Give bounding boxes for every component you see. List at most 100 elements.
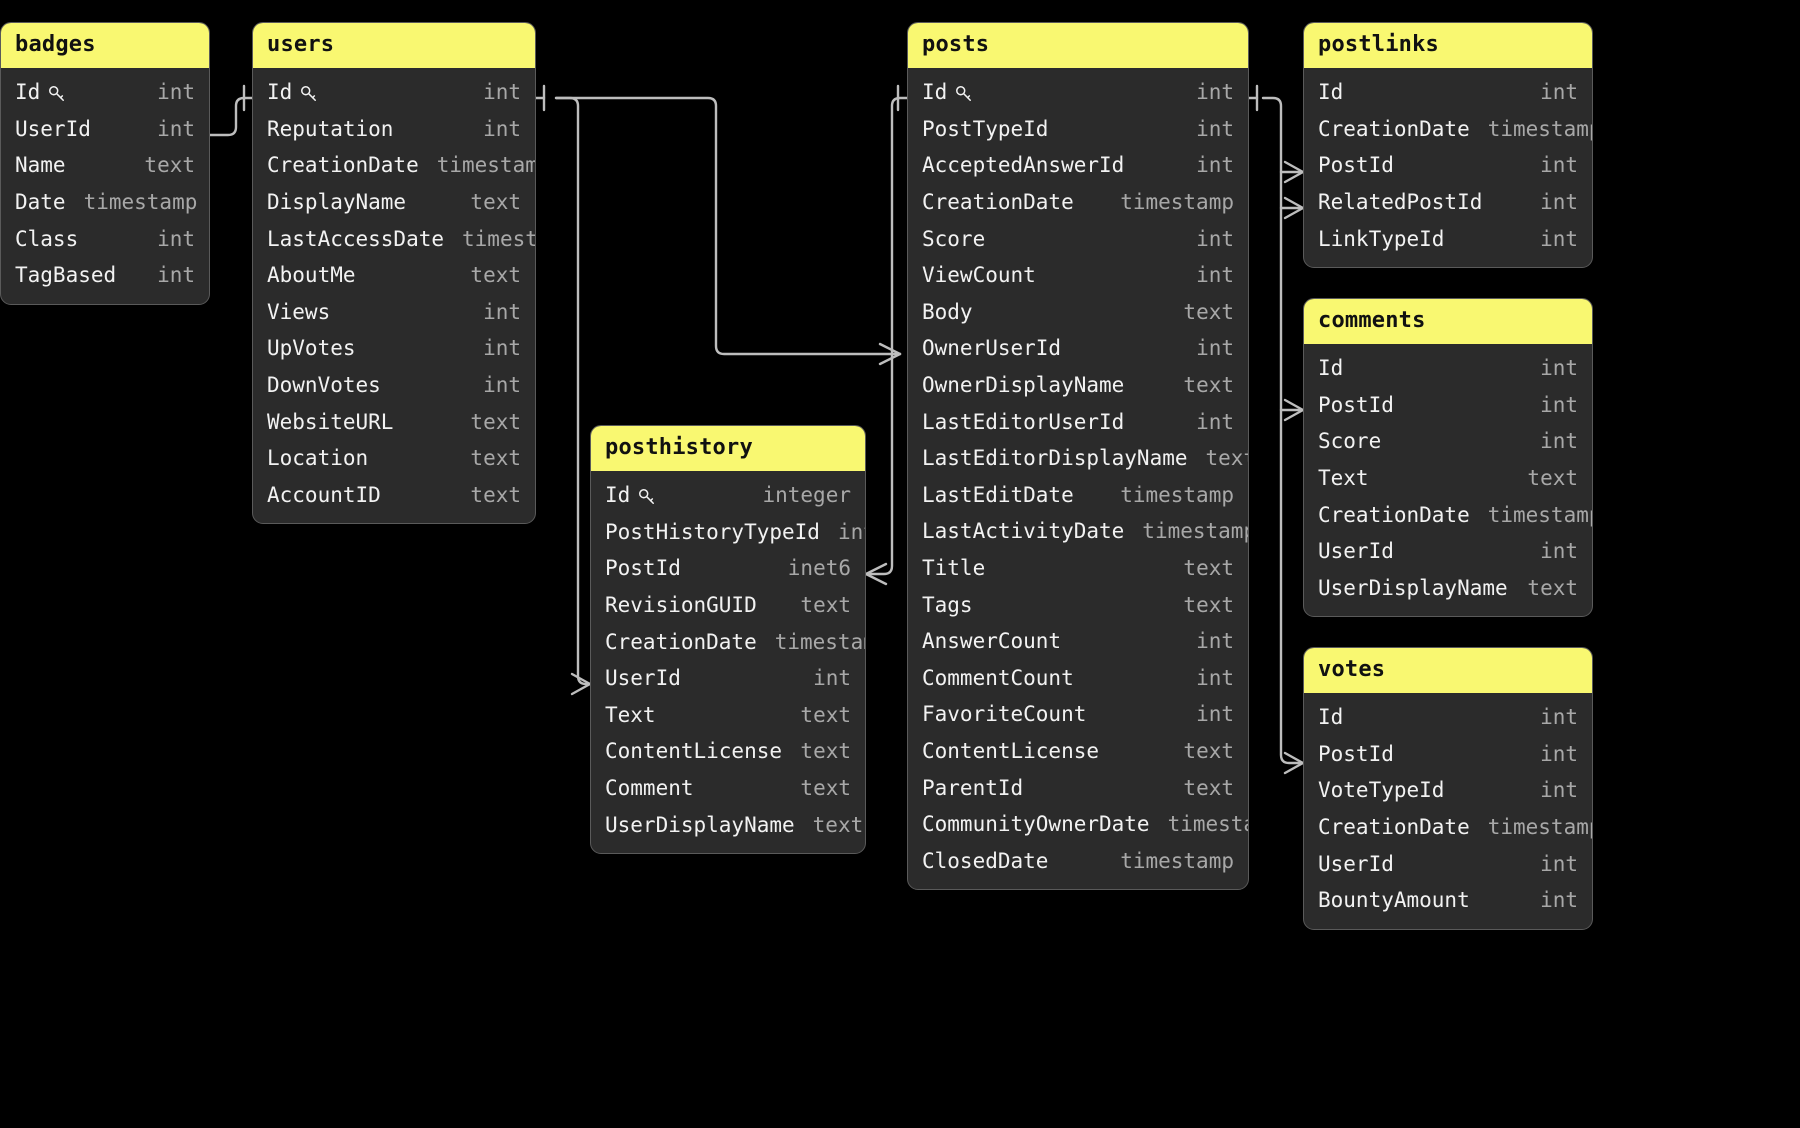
row-posthistory-userid[interactable]: UserId int: [591, 660, 865, 697]
row-posthistory-comment[interactable]: Comment text: [591, 770, 865, 807]
table-card-votes[interactable]: votes Id int PostId int VoteTypeId int C…: [1303, 647, 1593, 930]
row-comments-id[interactable]: Id int: [1304, 350, 1592, 387]
row-postlinks-relatedpostid[interactable]: RelatedPostId int: [1304, 184, 1592, 221]
row-users-downvotes[interactable]: DownVotes int: [253, 367, 535, 404]
row-posthistory-postid[interactable]: PostId inet6: [591, 550, 865, 587]
column-label: Date: [15, 190, 66, 215]
row-users-views[interactable]: Views int: [253, 294, 535, 331]
row-posthistory-posthistorytypeid[interactable]: PostHistoryTypeId int: [591, 514, 865, 551]
table-card-comments[interactable]: comments Id int PostId int Score int Tex…: [1303, 298, 1593, 618]
row-comments-creationdate[interactable]: CreationDate timestamp: [1304, 496, 1592, 533]
row-posthistory-contentlicense[interactable]: ContentLicense text: [591, 733, 865, 770]
row-posts-id[interactable]: Id int: [908, 74, 1248, 111]
row-posthistory-id[interactable]: Id integer: [591, 477, 865, 514]
row-users-websiteurl[interactable]: WebsiteURL text: [253, 403, 535, 440]
row-users-accountid[interactable]: AccountID text: [253, 477, 535, 514]
row-posts-parentid[interactable]: ParentId text: [908, 769, 1248, 806]
column-label: Comment: [605, 776, 694, 801]
row-posts-closeddate[interactable]: ClosedDate timestamp: [908, 842, 1248, 879]
column-type-cell: int: [157, 263, 195, 288]
row-posts-score[interactable]: Score int: [908, 220, 1248, 257]
edge-badges-userid-users-id: [208, 84, 254, 137]
row-users-location[interactable]: Location text: [253, 440, 535, 477]
row-posthistory-text[interactable]: Text text: [591, 697, 865, 734]
row-posts-posttypeid[interactable]: PostTypeId int: [908, 111, 1248, 148]
column-label: ClosedDate: [922, 848, 1049, 873]
column-type-cell: text: [1183, 299, 1234, 324]
row-posthistory-revisionguid[interactable]: RevisionGUID text: [591, 587, 865, 624]
column-label: Tags: [922, 592, 973, 617]
row-posts-lastactivitydate[interactable]: LastActivityDate timestamp: [908, 513, 1248, 550]
row-posts-owneruserid[interactable]: OwnerUserId int: [908, 330, 1248, 367]
column-type-cell: text: [470, 263, 521, 288]
column-type-cell: int: [1540, 778, 1578, 803]
row-users-reputation[interactable]: Reputation int: [253, 111, 535, 148]
row-posts-lasteditdate[interactable]: LastEditDate timestamp: [908, 477, 1248, 514]
column-type-cell: int: [1540, 429, 1578, 454]
row-votes-votetypeid[interactable]: VoteTypeId int: [1304, 772, 1592, 809]
row-users-id[interactable]: Id int: [253, 74, 535, 111]
table-card-posts[interactable]: posts Id int PostTypeId int AcceptedAnsw…: [907, 22, 1249, 891]
row-posts-viewcount[interactable]: ViewCount int: [908, 257, 1248, 294]
column-type-cell: int: [1540, 226, 1578, 251]
table-card-postlinks[interactable]: postlinks Id int CreationDate timestamp …: [1303, 22, 1593, 268]
row-posts-lasteditoruserid[interactable]: LastEditorUserId int: [908, 403, 1248, 440]
row-votes-id[interactable]: Id int: [1304, 699, 1592, 736]
column-type-cell: int: [1196, 80, 1234, 105]
column-type-cell: text: [1183, 738, 1234, 763]
column-name-cell: Text: [1318, 466, 1369, 490]
row-badges-id[interactable]: Id int: [1, 74, 209, 111]
row-postlinks-linktypeid[interactable]: LinkTypeId int: [1304, 220, 1592, 257]
row-badges-tagbased[interactable]: TagBased int: [1, 257, 209, 294]
column-name-cell: LinkTypeId: [1318, 227, 1444, 251]
row-comments-userid[interactable]: UserId int: [1304, 533, 1592, 570]
table-card-badges[interactable]: badges Id int UserId int Name text D: [0, 22, 210, 305]
table-card-users[interactable]: users Id int Reputation int CreationDate…: [252, 22, 536, 525]
row-posts-answercount[interactable]: AnswerCount int: [908, 623, 1248, 660]
row-posts-tags[interactable]: Tags text: [908, 586, 1248, 623]
column-label: AccountID: [267, 482, 381, 507]
row-posts-title[interactable]: Title text: [908, 550, 1248, 587]
column-type-cell: int: [157, 226, 195, 251]
column-name-cell: PostId: [1318, 153, 1394, 177]
row-users-aboutme[interactable]: AboutMe text: [253, 257, 535, 294]
row-posts-creationdate[interactable]: CreationDate timestamp: [908, 184, 1248, 221]
row-posts-ownerdisplayname[interactable]: OwnerDisplayName text: [908, 367, 1248, 404]
row-users-upvotes[interactable]: UpVotes int: [253, 330, 535, 367]
row-badges-userid[interactable]: UserId int: [1, 111, 209, 148]
row-posts-contentlicense[interactable]: ContentLicense text: [908, 733, 1248, 770]
row-postlinks-creationdate[interactable]: CreationDate timestamp: [1304, 111, 1592, 148]
row-comments-score[interactable]: Score int: [1304, 423, 1592, 460]
row-comments-userdisplayname[interactable]: UserDisplayName text: [1304, 570, 1592, 607]
table-card-posthistory[interactable]: posthistory Id integer PostHistoryTypeId…: [590, 425, 866, 854]
column-name-cell: Class: [15, 227, 78, 251]
column-type-cell: int: [1540, 741, 1578, 766]
row-users-creationdate[interactable]: CreationDate timestamp: [253, 147, 535, 184]
row-badges-name[interactable]: Name text: [1, 147, 209, 184]
row-badges-class[interactable]: Class int: [1, 220, 209, 257]
column-label: UserDisplayName: [1318, 575, 1508, 600]
row-votes-creationdate[interactable]: CreationDate timestamp: [1304, 809, 1592, 846]
row-posts-lasteditordisplayname[interactable]: LastEditorDisplayName text: [908, 440, 1248, 477]
row-posts-favoritecount[interactable]: FavoriteCount int: [908, 696, 1248, 733]
row-votes-postid[interactable]: PostId int: [1304, 736, 1592, 773]
row-postlinks-postid[interactable]: PostId int: [1304, 147, 1592, 184]
row-votes-bountyamount[interactable]: BountyAmount int: [1304, 882, 1592, 919]
row-votes-userid[interactable]: UserId int: [1304, 845, 1592, 882]
row-comments-text[interactable]: Text text: [1304, 460, 1592, 497]
column-label: CommentCount: [922, 665, 1074, 690]
row-badges-date[interactable]: Date timestamp: [1, 184, 209, 221]
row-posts-communityownerdate[interactable]: CommunityOwnerDate timestamp: [908, 806, 1248, 843]
row-posts-body[interactable]: Body text: [908, 294, 1248, 331]
row-posts-acceptedanswerid[interactable]: AcceptedAnswerId int: [908, 147, 1248, 184]
row-postlinks-id[interactable]: Id int: [1304, 74, 1592, 111]
row-users-lastaccessdate[interactable]: LastAccessDate timestamp: [253, 220, 535, 257]
row-posthistory-userdisplayname[interactable]: UserDisplayName text: [591, 806, 865, 843]
row-users-displayname[interactable]: DisplayName text: [253, 184, 535, 221]
column-type-cell: timestamp: [1487, 502, 1593, 527]
row-comments-postid[interactable]: PostId int: [1304, 387, 1592, 424]
row-posthistory-creationdate[interactable]: CreationDate timestamp: [591, 623, 865, 660]
row-posts-commentcount[interactable]: CommentCount int: [908, 660, 1248, 697]
table-title-posthistory: posthistory: [591, 426, 865, 471]
